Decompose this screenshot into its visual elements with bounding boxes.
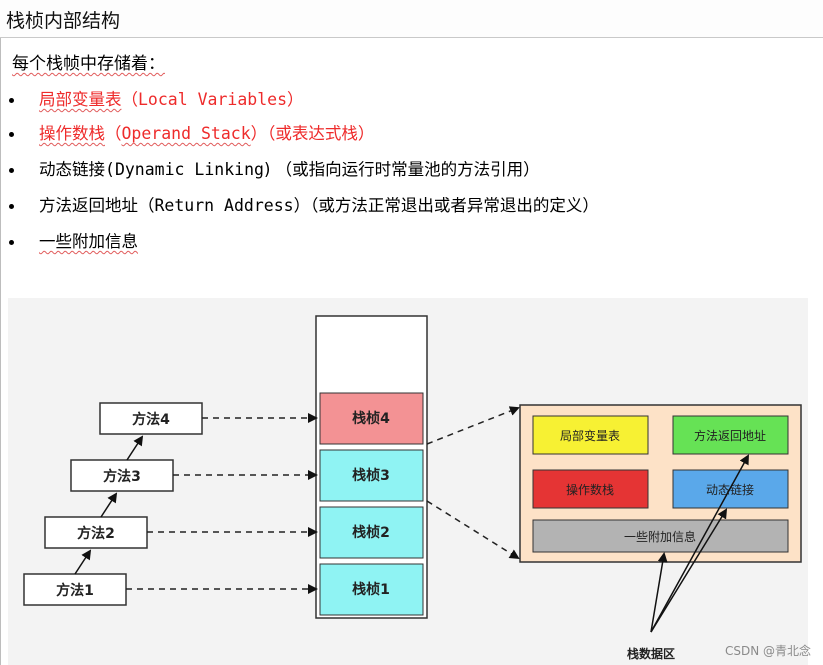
stack-frame-label: 栈桢4 [352,410,390,427]
svg-text:操作数栈: 操作数栈 [566,482,614,497]
frame-data-arrow [650,454,749,633]
method-box-4: 方法4 [99,402,203,435]
call-arrow [100,492,118,518]
intro-text: 每个栈帧中存储着： [12,54,165,74]
bullet-text: 方法返回地址（Return Address）（或方法正常退出或者异常退出的定义） [39,196,599,215]
stack-frame-1: 栈桢1 [319,563,424,616]
page-title: 栈桢内部结构 [6,10,121,32]
call-arrow [126,435,144,461]
frame-data-arrow [650,508,728,633]
method-box-1: 方法1 [23,573,127,606]
method-label: 方法3 [103,468,141,485]
method-label: 方法2 [77,525,115,542]
operand-stack-box: 操作数栈 [532,469,649,509]
bullet-dot-icon [9,204,14,209]
stack-frame-label: 栈桢1 [352,581,390,598]
expand-arrow [426,406,520,445]
stack-frame-4: 栈桢4 [319,392,424,445]
method-box-3: 方法3 [70,459,174,492]
bullet-dot-icon [9,132,14,137]
svg-text:局部变量表: 局部变量表 [560,428,620,443]
stack-frame-label: 栈桢2 [352,524,390,541]
header-bar: 栈桢内部结构 [0,0,823,38]
bullet-dot-icon [9,98,14,103]
call-arrow [74,549,92,575]
method-label: 方法1 [56,582,94,599]
stack-frame-2: 栈桢2 [319,506,424,559]
bullet-dot-icon [9,168,14,173]
return-address-box: 方法返回地址 [672,415,789,455]
bullet-dot-icon [9,240,14,245]
stack-frame-3: 栈桢3 [319,449,424,502]
left-border [0,38,1,665]
watermark-text: CSDN @青北念 [724,644,811,658]
bullet-text: 局部变量表（Local Variables） [39,90,304,109]
svg-text:方法返回地址: 方法返回地址 [694,428,766,443]
bullet-text: 动态链接(Dynamic Linking) （或指向运行时常量池的方法引用） [39,160,540,179]
bullet-text: 操作数栈（Operand Stack）（或表达式栈） [39,124,375,143]
extra-info-box: 一些附加信息 [532,519,789,553]
svg-text:一些附加信息: 一些附加信息 [624,529,696,544]
stack-frame-label: 栈桢3 [352,467,390,484]
frame-data-label: 栈数据区 [627,646,675,661]
bullet-text: 一些附加信息 [39,232,138,251]
method-label: 方法4 [132,411,170,428]
method-box-2: 方法2 [44,516,148,549]
frame-data-arrow [650,552,668,633]
local-variables-box: 局部变量表 [532,415,649,455]
expand-arrow [426,500,520,560]
